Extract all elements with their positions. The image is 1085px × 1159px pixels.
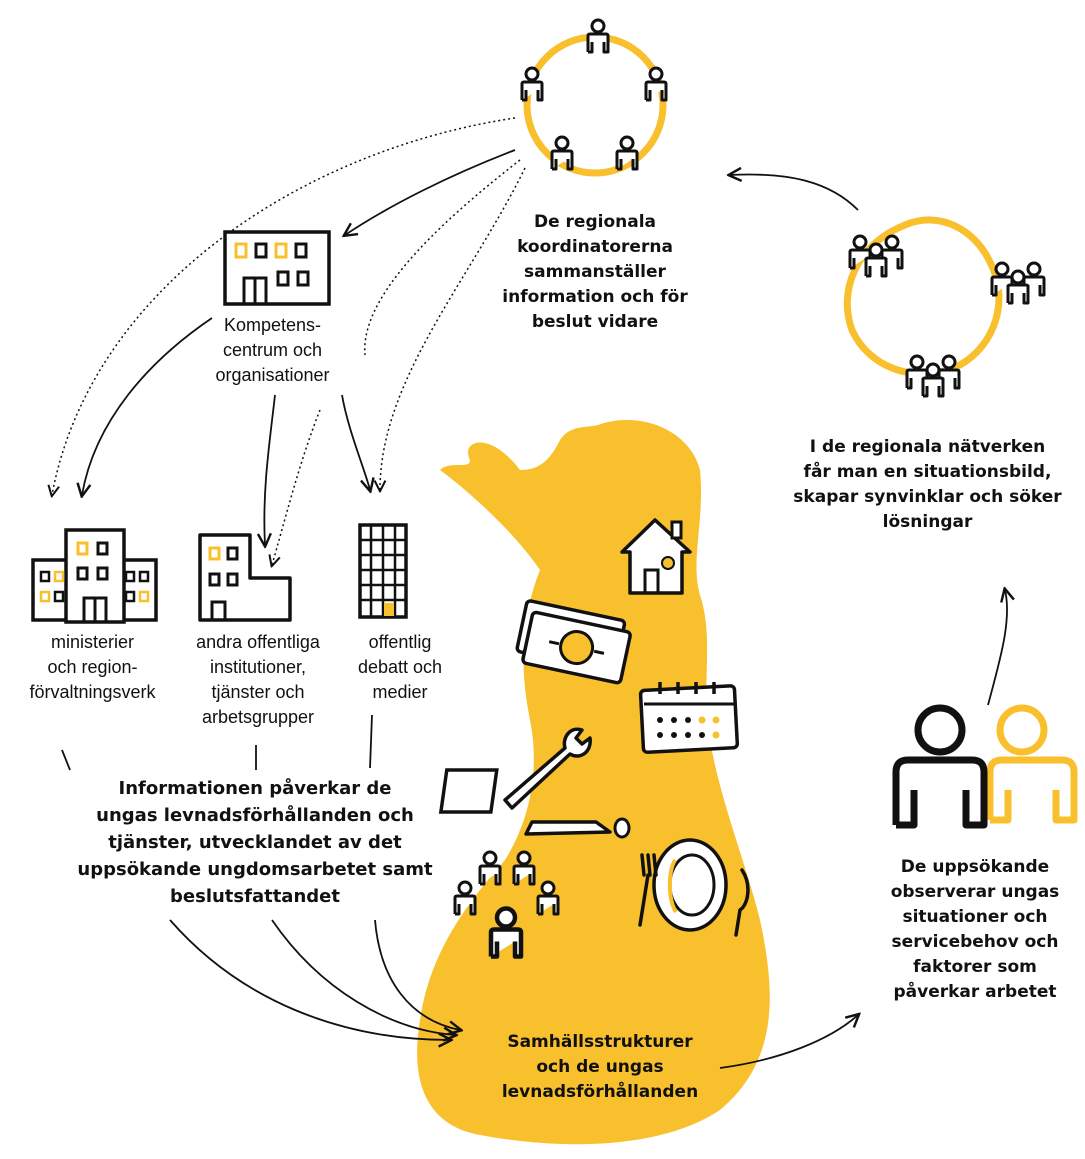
arrow-info-to-society-1 [169,919,450,1040]
arrow-competence-to-ministries [82,317,213,495]
debate-label: offentlig debatt och medier [357,632,443,702]
institution-building-icon [198,533,292,622]
people-circle-icon [520,18,668,177]
office-building-icon [223,230,331,306]
tick-debate [369,714,373,769]
dotted-arrows [52,117,526,565]
dotted-coord-to-ministries [52,117,516,495]
dotted-coord-to-debate [380,167,526,490]
house-icon [620,518,692,595]
arrow-network-to-coord [730,174,859,211]
coordinators-label: De regionala koordinatorerna sammanställ… [502,212,688,332]
society-silhouette [417,420,770,1145]
media-tower-icon [358,523,408,619]
arrow-coord-to-competence [345,149,516,235]
arrow-info-to-society-2 [271,919,455,1035]
money-icon [515,599,632,685]
ministries-label: ministerier och region- förvaltningsverk [29,632,156,702]
institutions-label: andra offentliga institutioner, tjänster… [196,632,320,727]
competence-label: Kompetens- centrum och organisationer [215,315,330,385]
wrench-laptop-icon [438,727,631,839]
flow-arrows [61,149,1007,1069]
outreach-workers-icon [892,704,1078,829]
government-buildings-icon [31,528,158,624]
dotted-coord-to-institutions-2 [272,409,321,565]
arrow-competence-to-institutions [264,394,276,545]
networks-label: I de regionala nätverken får man en situ… [793,437,1062,532]
arrow-outreach-to-network [987,590,1007,706]
groups-circle-icon [843,216,1044,396]
outreach-label: De uppsökande observerar ungas situation… [890,857,1060,1002]
information-label: Informationen påverkar de ungas levnadsf… [77,778,433,907]
arrow-competence-to-debate [341,394,370,490]
arrow-info-to-society-3 [374,919,460,1030]
plate-cutlery-icon [638,838,750,937]
calendar-icon [638,682,740,755]
tick-ministries [61,749,71,771]
society-label: Samhällsstrukturer och de ungas levnadsf… [501,1032,699,1102]
arrow-society-to-outreach [719,1015,858,1069]
